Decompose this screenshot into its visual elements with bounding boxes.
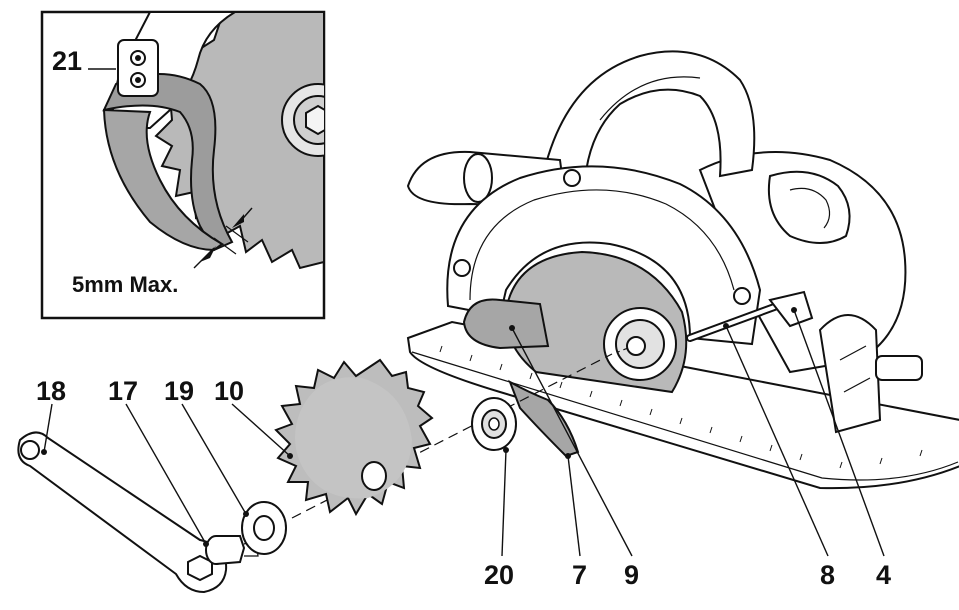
callout-10: 10 xyxy=(214,376,244,406)
inset-gap-note: 5mm Max. xyxy=(72,272,178,297)
riving-knife xyxy=(508,379,580,458)
lower-guard-lever xyxy=(462,298,550,350)
callout-20: 20 xyxy=(484,560,514,590)
callout-19: 19 xyxy=(164,376,194,406)
blade-arbor-hole xyxy=(361,461,387,491)
callout-7: 7 xyxy=(572,560,587,590)
callout-17: 17 xyxy=(108,376,138,406)
inset-hex-bolt xyxy=(305,104,324,136)
base-scale-ticks xyxy=(439,345,923,469)
callout-18: 18 xyxy=(36,376,66,406)
callout-numbers: 18 17 19 10 20 7 9 8 4 xyxy=(36,376,891,590)
bevel-knob xyxy=(875,355,923,381)
callout-9: 9 xyxy=(624,560,639,590)
upper-blade-guard xyxy=(446,165,762,346)
arbor-spindle xyxy=(626,336,646,356)
riving-knife-detail-inset: 21 5mm Max. xyxy=(40,10,326,320)
gap-arrow-upper xyxy=(232,214,244,228)
motor-cap xyxy=(767,170,851,244)
blade-bolt xyxy=(205,535,259,565)
inner-flange xyxy=(471,397,517,451)
outer-washer xyxy=(241,501,287,555)
guard-screw-top xyxy=(563,169,581,187)
leader-lines xyxy=(41,307,885,557)
inset-mount-plate xyxy=(117,39,159,97)
depth-adjust-bracket xyxy=(768,290,814,328)
bevel-bracket xyxy=(818,314,882,434)
assembly-axis xyxy=(291,353,613,519)
exploded-parts xyxy=(17,353,613,594)
inset-callout-21: 21 xyxy=(52,46,82,76)
inset-riving-knife xyxy=(102,73,234,252)
guard-screw-right xyxy=(733,287,751,305)
callout-8: 8 xyxy=(820,560,835,590)
callout-4: 4 xyxy=(876,560,891,590)
circular-saw xyxy=(406,50,959,490)
guard-screw-left xyxy=(453,259,471,277)
main-handle xyxy=(538,50,756,202)
